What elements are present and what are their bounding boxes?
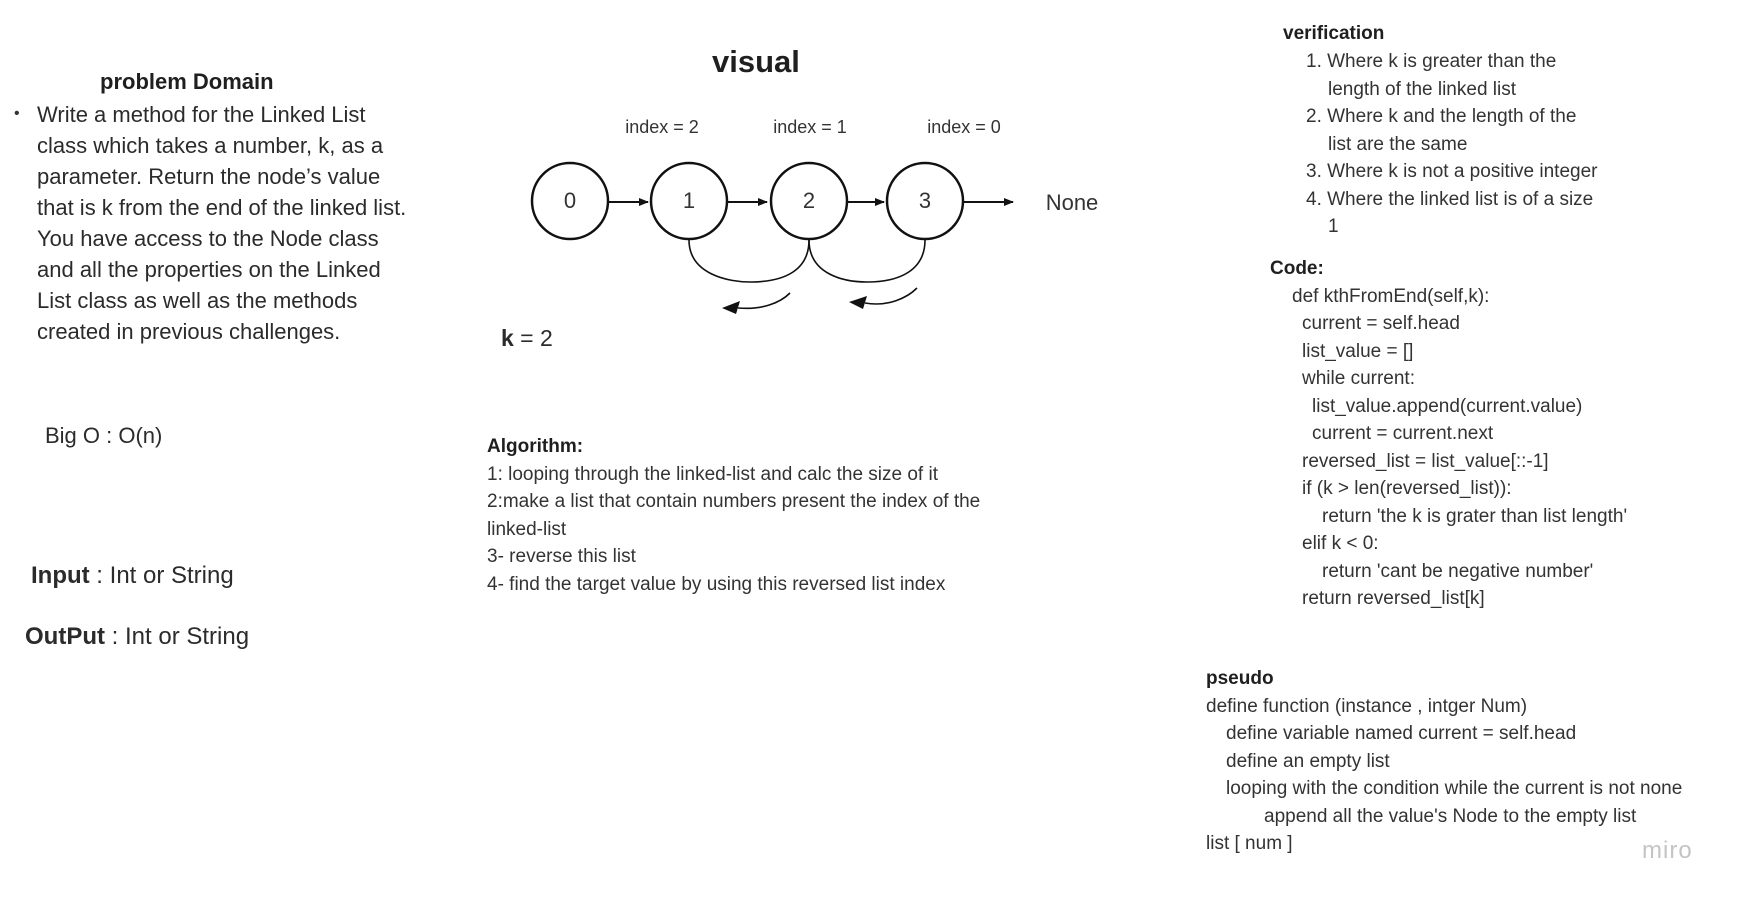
backward-arrow [737,292,791,310]
output-value: : Int or String [104,623,250,650]
problem-domain-title: problem Domain [100,69,274,94]
linked-list-diagram: index = 2 index = 1 index = 0 0 1 2 3 No… [530,117,1099,314]
verification-item-continued: 1 [1328,216,1339,237]
verification-item: 1. Where k is greater than the [1306,51,1557,72]
node-value: 0 [564,188,576,213]
input-value: : Int or String [89,562,234,589]
verification-item: 2. Where k and the length of the [1306,106,1577,127]
big-o-label: Big O : O(n) [45,423,163,448]
visual-title: visual [712,44,800,79]
list-node: 2 [769,161,849,241]
node-value: 2 [803,188,815,213]
k-label: k [501,325,514,351]
bracket-curve [688,239,810,283]
k-value: = 2 [513,325,553,351]
code-line: elif k < 0: [1302,533,1379,554]
verification-item: 4. Where the linked list is of a size [1306,189,1594,210]
code-line: current = current.next [1312,423,1494,444]
code-title: Code: [1270,258,1324,279]
code-line: return 'cant be negative number' [1322,561,1594,582]
index-label: index = 2 [625,117,699,137]
input-line: Input : Int or String [31,562,234,590]
verification-item-continued: length of the linked list [1328,79,1517,100]
code-line: list_value = [] [1302,341,1414,362]
code-line: while current: [1302,368,1415,389]
code-line: list_value.append(current.value) [1312,396,1583,417]
algorithm-step: 4- find the target value by using this r… [487,574,946,595]
pseudo-line: list [ num ] [1206,833,1293,854]
code-line: return reversed_list[k] [1302,588,1485,609]
verification-title: verification [1283,23,1385,44]
index-label: index = 0 [927,117,1001,137]
backward-arrowhead [849,296,867,309]
code-line: reversed_list = list_value[::-1] [1302,451,1549,472]
verification-item-continued: list are the same [1328,134,1468,155]
output-label: OutPut [25,623,105,650]
list-node: 0 [530,161,610,241]
pseudo-title: pseudo [1206,668,1274,689]
output-line: OutPut : Int or String [25,623,249,651]
pseudo-line: define variable named current = self.hea… [1226,723,1577,744]
none-label: None [1046,190,1099,215]
input-label: Input [31,562,90,589]
code-line: def kthFromEnd(self,k): [1292,286,1490,307]
list-node: 3 [885,161,965,241]
miro-logo: miro [1642,837,1693,864]
code-line: current = self.head [1302,313,1460,334]
k-value-line: k = 2 [501,325,553,352]
pseudo-line: define function (instance , intger Num) [1206,696,1528,717]
code-line: return 'the k is grater than list length… [1322,506,1628,527]
algorithm-step: linked-list [487,519,567,540]
node-value: 3 [919,188,931,213]
list-node: 1 [649,161,729,241]
pseudo-line: append all the value's Node to the empty… [1264,806,1637,827]
node-value: 1 [683,188,695,213]
algorithm-title: Algorithm: [487,436,584,457]
backward-arrowhead [722,301,740,314]
problem-description: Write a method for the Linked List class… [37,102,407,344]
bullet-marker: • [14,105,20,122]
algorithm-step: 2:make a list that contain numbers prese… [487,491,981,512]
algorithm-step: 1: looping through the linked-list and c… [487,464,938,485]
bracket-curve [808,239,926,283]
verification-item: 3. Where k is not a positive integer [1306,161,1598,182]
backward-arrow [864,287,918,305]
index-label: index = 1 [773,117,847,137]
algorithm-step: 3- reverse this list [487,546,636,567]
code-line: if (k > len(reversed_list)): [1302,478,1512,499]
pseudo-line: define an empty list [1226,751,1390,772]
pseudo-line: looping with the condition while the cur… [1226,778,1683,799]
